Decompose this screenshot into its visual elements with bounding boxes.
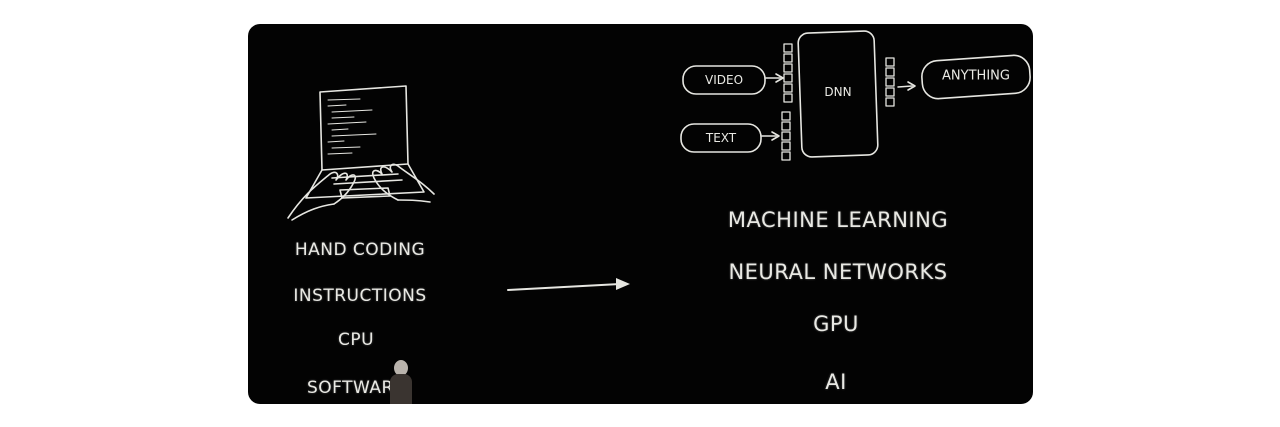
ai-label: AI: [825, 370, 847, 394]
presentation-slide: VIDEO TEXT DNN ANYTHING HAND CODING INST…: [248, 24, 1033, 404]
slide-sketch-layer: [287, 30, 1031, 291]
hand-coding-label: HAND CODING: [294, 240, 426, 260]
cpu-label: CPU: [337, 330, 375, 350]
video-node-shape: [682, 65, 766, 95]
presenter-figure: [388, 360, 414, 404]
anything-node-shape: [921, 54, 1031, 100]
output-arrow: [897, 85, 913, 88]
dnn-node-label: DNN: [824, 85, 852, 99]
gpu-label: GPU: [813, 312, 859, 336]
dnn-node-shape: [797, 30, 879, 158]
anything-node-label: ANYTHING: [942, 68, 1010, 84]
video-node-label: VIDEO: [704, 73, 744, 87]
machine-learning-label: MACHINE LEARNING: [727, 208, 949, 232]
text-node-label: TEXT: [705, 131, 737, 145]
arrow-right-icon: [507, 278, 630, 291]
neural-networks-label: NEURAL NETWORKS: [728, 260, 948, 284]
instructions-label: INSTRUCTIONS: [293, 286, 427, 306]
presenter-body: [390, 374, 412, 404]
laptop-hands-icon: [287, 85, 435, 221]
software-label: SOFTWARE: [306, 378, 406, 398]
dnn-diagram: [680, 30, 1031, 161]
text-node-shape: [680, 123, 762, 153]
presenter-head: [394, 360, 408, 376]
